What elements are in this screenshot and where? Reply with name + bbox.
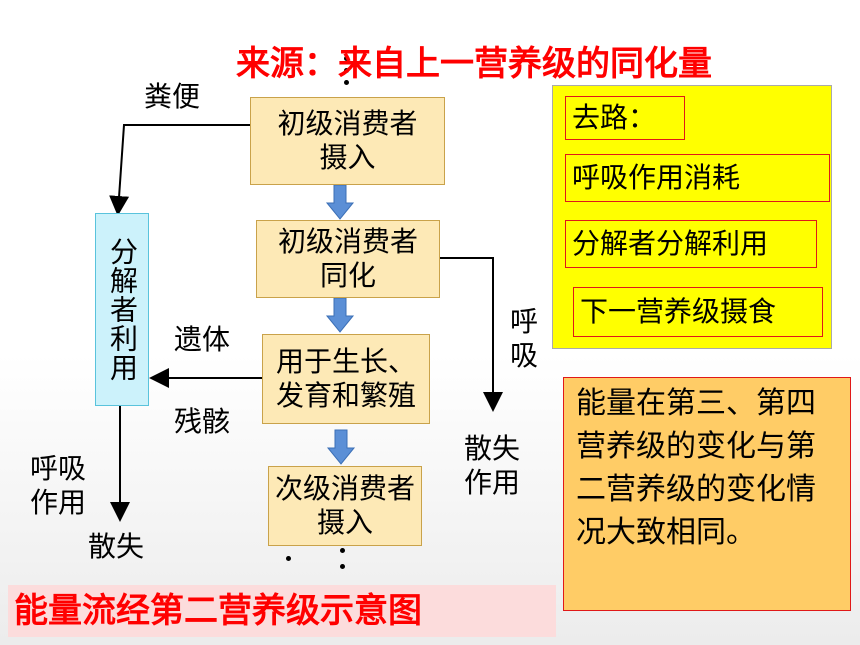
blue-arrow-3: [326, 429, 356, 465]
feces-label: 粪便: [144, 80, 201, 113]
destination-decomposer: 分解者分解利用: [565, 220, 817, 268]
respiration-left-label: 呼吸 作用: [30, 452, 87, 519]
dot: [340, 564, 345, 569]
respiration-right-arrow: [440, 257, 503, 412]
blue-arrow-2: [325, 297, 355, 333]
destination-respiration: 呼吸作用消耗: [565, 154, 830, 202]
decomposer-box: 分解者利用: [95, 213, 149, 406]
carcass-label: 残骸: [174, 405, 231, 438]
dot: [344, 56, 349, 61]
feces-arrow: [109, 124, 250, 216]
diagram-title: 能量流经第二营养级示意图: [8, 585, 556, 637]
dot: [286, 556, 291, 561]
dot: [344, 68, 349, 73]
primary-consumer-assimilation-box: 初级消费者 同化: [256, 220, 440, 298]
dot: [340, 548, 345, 553]
dissipation-left-label: 散失: [88, 530, 145, 563]
destination-heading: 去路：: [565, 96, 685, 140]
remains-label: 遗体: [174, 323, 231, 356]
decomposer-label: 分解者利用: [106, 237, 139, 382]
source-title: 来源：来自上一营养级的同化量: [236, 44, 712, 84]
secondary-consumer-intake-box: 次级消费者 摄入: [268, 466, 422, 546]
dot: [344, 80, 349, 85]
respiration-vertical-label: 呼 吸: [510, 305, 539, 372]
growth-reproduction-box: 用于生长、 发育和繁殖: [262, 334, 430, 424]
destination-next-level: 下一营养级摄食: [573, 287, 823, 337]
primary-consumer-intake-box: 初级消费者 摄入: [250, 97, 445, 185]
blue-arrow-1: [325, 184, 355, 220]
dissipation-right-label: 散失 作用: [464, 432, 521, 499]
note-box: 能量在第三、第四营养级的变化与第二营养级的变化情况大致相同。: [563, 377, 851, 611]
